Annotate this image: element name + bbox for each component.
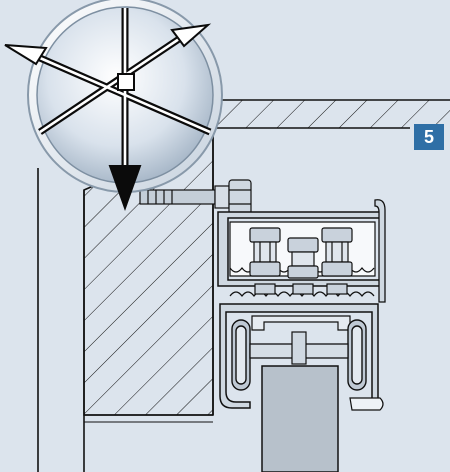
door-panel bbox=[261, 365, 339, 472]
carriage-bolt-center bbox=[287, 237, 319, 295]
roller-right bbox=[347, 319, 367, 391]
directional-arrows-icon bbox=[4, 0, 223, 211]
ceiling-hatch bbox=[205, 100, 450, 128]
carriage-bolt-right bbox=[321, 227, 353, 295]
bracket-lip bbox=[374, 199, 386, 303]
anchor-bolt bbox=[139, 179, 252, 215]
track-profile bbox=[219, 303, 379, 409]
step-number-badge: 5 bbox=[414, 124, 444, 150]
roller-left bbox=[231, 319, 251, 391]
brush-seal bbox=[349, 397, 384, 411]
hanger-stem bbox=[291, 331, 307, 365]
track-inner-channel bbox=[251, 315, 351, 331]
carriage-bolt-left bbox=[249, 227, 281, 295]
